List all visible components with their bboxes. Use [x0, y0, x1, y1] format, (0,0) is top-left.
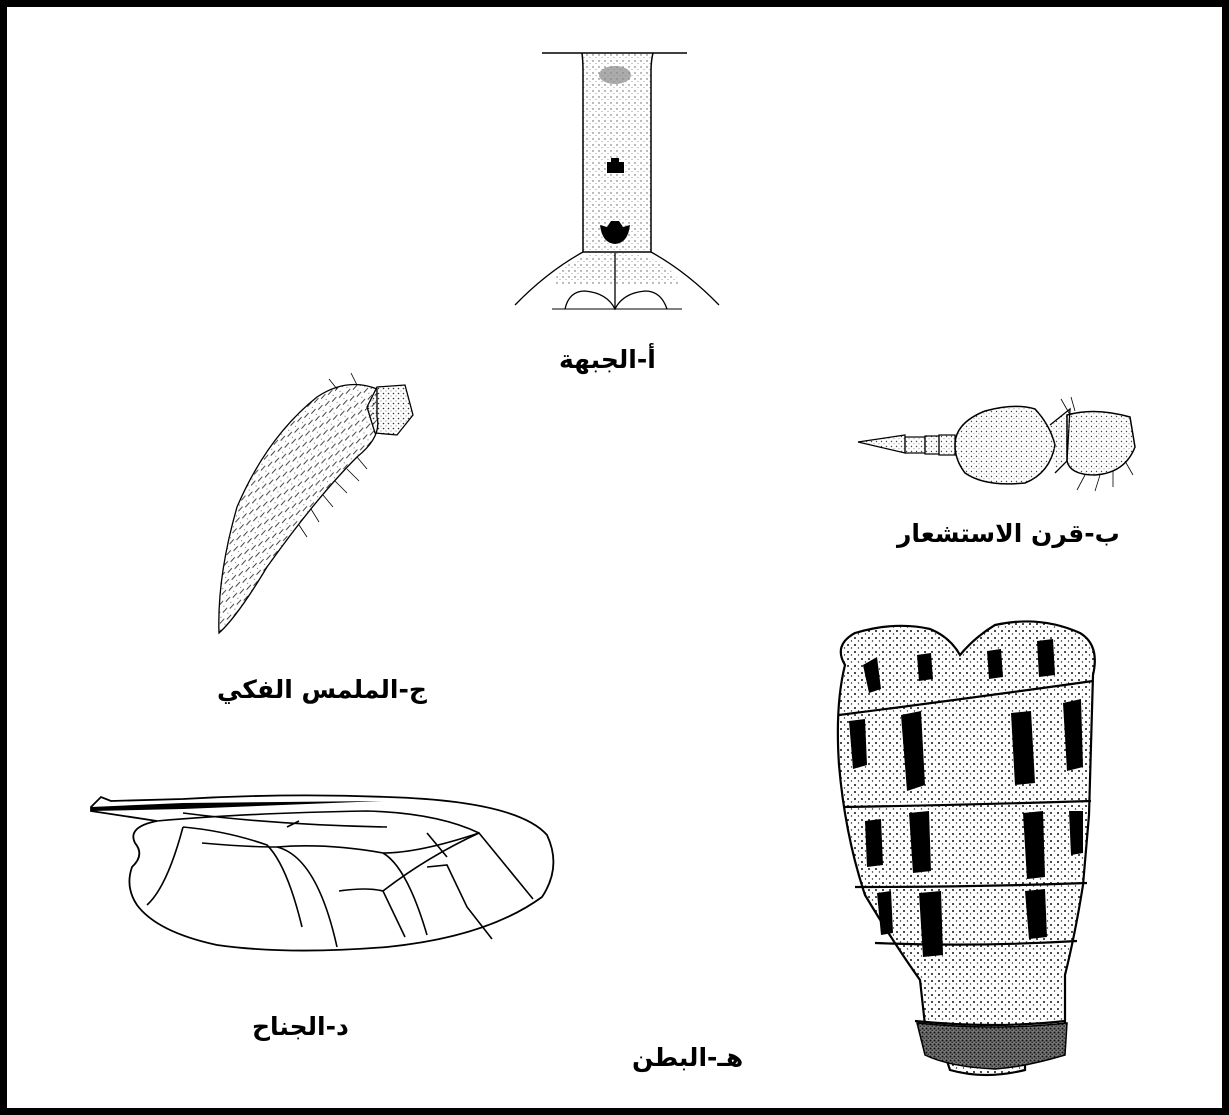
label-abdomen: هـ-البطن: [632, 1043, 743, 1072]
antenna-illustration: [855, 395, 1140, 495]
frons-illustration: [507, 47, 727, 317]
label-frons: أ-الجبهة: [559, 345, 656, 374]
label-antenna: ب-قرن الاستشعار: [897, 519, 1120, 548]
abdomen-illustration: [825, 615, 1110, 1080]
label-palp: ج-الملمس الفكي: [217, 675, 427, 704]
wing-illustration: [87, 787, 567, 962]
label-wing: د-الجناح: [252, 1012, 349, 1041]
palp-illustration: [207, 377, 427, 647]
